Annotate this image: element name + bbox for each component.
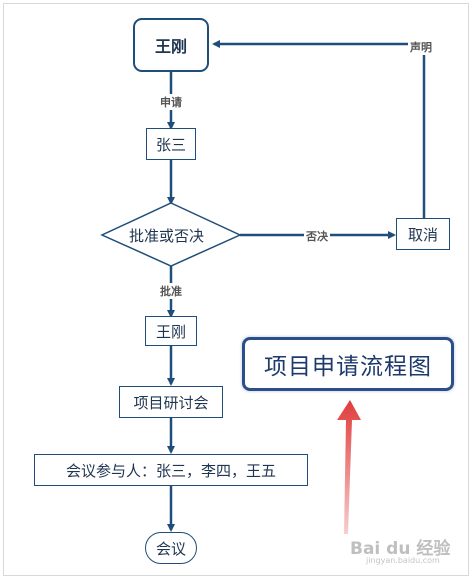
edge-label-apply: 申请 bbox=[158, 94, 184, 110]
node-discussion: 项目研讨会 bbox=[119, 386, 223, 418]
node-cancel: 取消 bbox=[396, 218, 450, 250]
node-start-wanggang: 王刚 bbox=[133, 18, 209, 72]
diagram-title: 项目申请流程图 bbox=[242, 337, 454, 391]
node-zhangsan: 张三 bbox=[146, 128, 196, 160]
edge-cancel-to-start bbox=[212, 40, 426, 218]
node-wanggang: 王刚 bbox=[145, 316, 197, 346]
decision-label: 批准或否决 bbox=[129, 227, 205, 245]
red-pointer-arrow bbox=[337, 400, 361, 534]
image-frame bbox=[3, 3, 469, 576]
edge-label-reject: 否决 bbox=[304, 228, 330, 244]
watermark-url: jingyan.baidu.com bbox=[366, 556, 440, 565]
node-meeting: 会议 bbox=[145, 532, 197, 564]
edge-label-declare: 声明 bbox=[408, 39, 434, 55]
watermark-logo: Bai du 经验 bbox=[350, 539, 451, 559]
decision-diamond bbox=[100, 202, 242, 267]
node-participants: 会议参与人：张三，李四，王五 bbox=[34, 454, 308, 486]
edge-label-approve: 批准 bbox=[158, 283, 184, 299]
